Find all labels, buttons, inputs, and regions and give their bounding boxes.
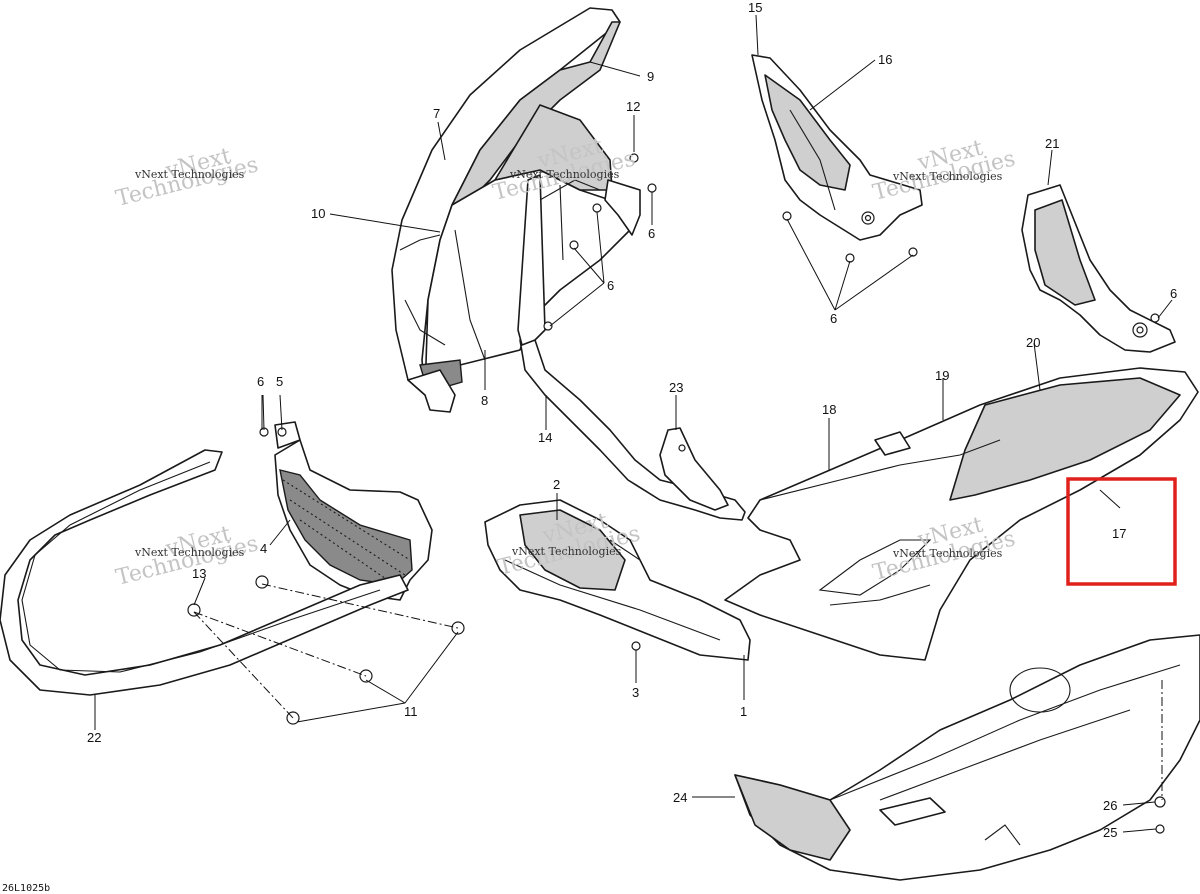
side-panel-left (751, 54, 923, 241)
side-fairing (724, 367, 1199, 661)
callout-10: 10 (311, 206, 325, 221)
callout-5: 5 (276, 374, 283, 389)
callout-12: 12 (626, 99, 640, 114)
hood-assembly (391, 7, 641, 413)
watermark-small: vNext Technologies (511, 545, 622, 558)
callout-7: 7 (433, 106, 440, 121)
fasteners (187, 153, 1166, 834)
callout-6-side-panel: 6 (830, 311, 837, 326)
watermark-small: vNext Technologies (134, 168, 245, 181)
callout-24: 24 (673, 790, 687, 805)
callout-25: 25 (1103, 825, 1117, 840)
leader-lines (94, 14, 1173, 833)
callout-labels: 1 2 3 4 5 6 6 6 6 6 7 8 9 10 11 12 13 14… (87, 0, 1177, 840)
skid-plate (734, 634, 1200, 881)
callout-19: 19 (935, 368, 949, 383)
callout-3: 3 (632, 685, 639, 700)
watermark-small: vNext Technologies (892, 170, 1003, 183)
document-id: 26L1025b (2, 883, 50, 894)
callout-6-grille: 6 (257, 374, 264, 389)
callout-13: 13 (192, 566, 206, 581)
lower-panel (484, 499, 751, 661)
callout-2: 2 (553, 477, 560, 492)
callout-16: 16 (878, 52, 892, 67)
callout-11: 11 (404, 704, 418, 719)
callout-4: 4 (260, 541, 267, 556)
watermark-small: vNext Technologies (509, 168, 620, 181)
callout-18: 18 (822, 402, 836, 417)
callout-17: 17 (1112, 526, 1126, 541)
callout-23: 23 (669, 380, 683, 395)
callout-15: 15 (748, 0, 762, 15)
callout-26: 26 (1103, 798, 1117, 813)
callout-9: 9 (647, 69, 654, 84)
watermark-small: vNext Technologies (892, 547, 1003, 560)
callout-6-hood-center: 6 (607, 278, 614, 293)
callout-1: 1 (740, 704, 747, 719)
callout-14: 14 (538, 430, 552, 445)
side-panel-right (1021, 184, 1176, 353)
callout-6-right-panel: 6 (1170, 286, 1177, 301)
fastener-axes (193, 583, 1163, 800)
small-bracket (659, 427, 729, 511)
callout-20: 20 (1026, 335, 1040, 350)
front-grille (274, 421, 433, 601)
callout-21: 21 (1045, 136, 1059, 151)
callout-8: 8 (481, 393, 488, 408)
highlight-box-17 (1066, 477, 1177, 586)
watermark-small: vNext Technologies (134, 546, 245, 559)
front-bumper (0, 449, 409, 696)
callout-22: 22 (87, 730, 101, 745)
callout-6-hood-right: 6 (648, 226, 655, 241)
